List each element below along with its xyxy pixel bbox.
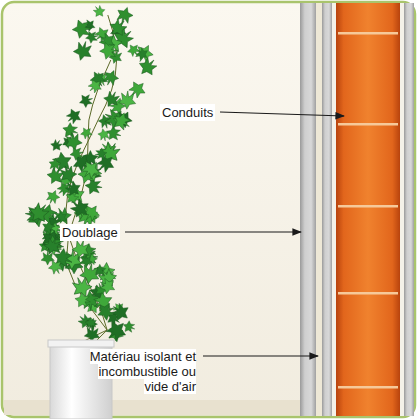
wall-layer bbox=[404, 3, 414, 416]
leader-line bbox=[203, 355, 318, 356]
part-label-text: Matériau isolant et incombustible ou vid… bbox=[90, 349, 196, 394]
wall-layer bbox=[322, 3, 332, 416]
conduit-joints bbox=[338, 32, 398, 389]
insulation-layer bbox=[316, 3, 322, 416]
pot-rim bbox=[48, 340, 114, 347]
flue-conduit bbox=[336, 3, 400, 416]
part-label: Matériau isolant et incombustible ou vid… bbox=[82, 348, 198, 395]
doublage-layer bbox=[300, 3, 316, 416]
ivy-leaves bbox=[24, 3, 160, 345]
air-gap bbox=[400, 3, 404, 416]
air-gap bbox=[332, 3, 336, 416]
part-label: Doublage bbox=[60, 224, 120, 241]
part-label: Conduits bbox=[160, 104, 215, 121]
leader-line bbox=[220, 112, 344, 116]
leader-line bbox=[125, 231, 301, 232]
ivy-stems bbox=[66, 15, 117, 342]
floor bbox=[4, 400, 300, 415]
